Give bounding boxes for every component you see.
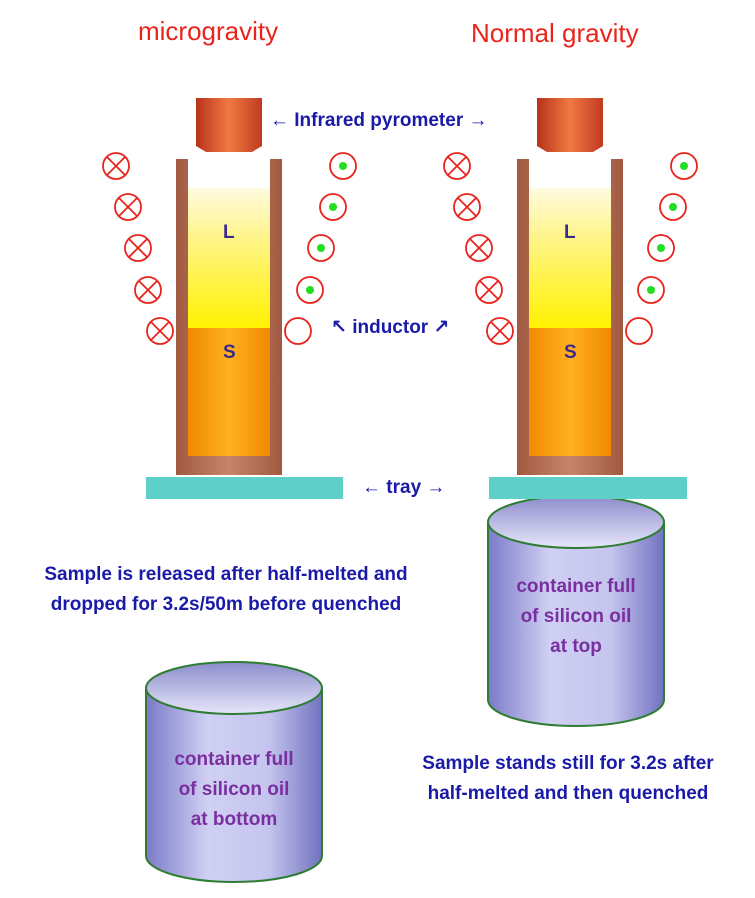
right-solid-phase: [529, 328, 611, 456]
circle-cross-icon: [443, 152, 471, 180]
left-oil-container: [145, 661, 323, 883]
right-solid-label: S: [564, 342, 577, 363]
circle-cross-icon: [102, 152, 130, 180]
right-container-line-1: container full: [516, 576, 636, 597]
circle-dot-icon: [319, 193, 347, 221]
pyrometer-label: ← Infrared pyrometer →: [270, 110, 488, 131]
circle-dot-icon: [637, 276, 665, 304]
circle-dot-icon: [647, 234, 675, 262]
right-tray: [489, 477, 687, 499]
left-liquid-phase: [188, 188, 270, 328]
circle-cross-icon: [453, 193, 481, 221]
left-note: Sample is released after half-melted and…: [0, 560, 452, 620]
right-container-label: container full of silicon oil at top: [488, 572, 664, 662]
left-container-line-1: container full: [174, 749, 294, 770]
circle-dot-icon: [296, 276, 324, 304]
right-container-line-3: at top: [550, 636, 602, 657]
left-coil-dots: [284, 152, 357, 345]
right-coil-crosses: [443, 152, 514, 345]
left-title: microgravity: [138, 16, 279, 46]
left-apparatus: [102, 98, 357, 883]
circle-cross-icon: [475, 276, 503, 304]
circle-dot-icon: [329, 152, 357, 180]
right-liquid-phase: [529, 188, 611, 328]
right-note: Sample stands still for 3.2s after half-…: [388, 749, 748, 809]
right-pyrometer-icon: [537, 98, 603, 152]
right-title: Normal gravity: [471, 18, 639, 48]
left-liquid-label: L: [223, 222, 235, 243]
right-liquid-label: L: [564, 222, 576, 243]
left-crucible-bore: [188, 159, 270, 188]
circle-cross-icon: [146, 317, 174, 345]
left-solid-phase: [188, 328, 270, 456]
right-coil-dots: [625, 152, 698, 345]
circle-dot-icon: [659, 193, 687, 221]
circle-cross-icon: [124, 234, 152, 262]
left-container-line-2: of silicon oil: [178, 779, 290, 800]
circle-dot-icon: [307, 234, 335, 262]
right-crucible-bore: [529, 159, 611, 188]
left-container-label: container full of silicon oil at bottom: [146, 745, 322, 835]
right-note-line-1: Sample stands still for 3.2s after: [422, 753, 714, 774]
circle-empty-icon: [284, 317, 312, 345]
right-apparatus: [443, 98, 698, 727]
left-tray: [146, 477, 343, 499]
circle-cross-icon: [114, 193, 142, 221]
left-coil-crosses: [102, 152, 174, 345]
circle-cross-icon: [486, 317, 514, 345]
right-container-line-2: of silicon oil: [520, 606, 632, 627]
left-note-line-2: dropped for 3.2s/50m before quenched: [50, 594, 402, 615]
left-note-line-1: Sample is released after half-melted and: [44, 564, 408, 585]
circle-cross-icon: [465, 234, 493, 262]
inductor-label: ↖ inductor ↗: [331, 317, 450, 338]
circle-empty-icon: [625, 317, 653, 345]
left-pyrometer-icon: [196, 98, 262, 152]
right-oil-container: [487, 495, 665, 727]
right-note-line-2: half-melted and then quenched: [427, 783, 709, 804]
circle-dot-icon: [670, 152, 698, 180]
left-container-line-3: at bottom: [190, 809, 278, 830]
circle-cross-icon: [134, 276, 162, 304]
tray-label: ← tray →: [362, 477, 446, 498]
left-solid-label: S: [223, 342, 236, 363]
